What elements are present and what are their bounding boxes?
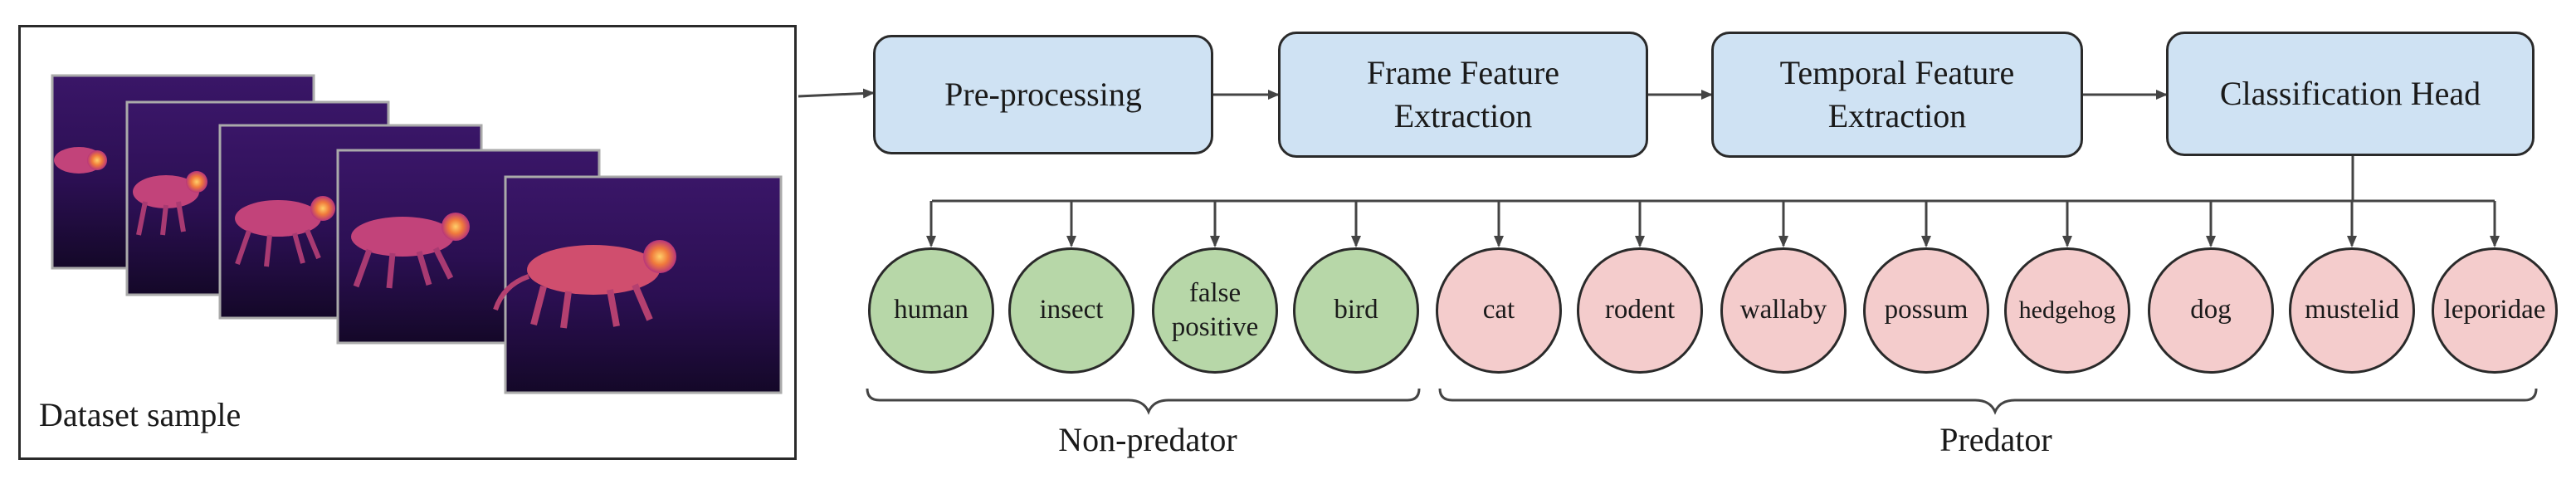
class-rodent: rodent [1577, 247, 1703, 374]
class-label: dog [2190, 295, 2232, 325]
class-label: human [894, 295, 968, 325]
class-mustelid: mustelid [2289, 247, 2415, 374]
class-label: possum [1884, 295, 1969, 325]
class-human: human [868, 247, 994, 374]
brace-non-predator [866, 388, 1421, 415]
dataset-sample-panel: Dataset sample [18, 25, 797, 460]
class-hedgehog: hedgehog [2004, 247, 2130, 374]
class-false-positive: false positive [1152, 247, 1278, 374]
stage-label: Pre-processing [944, 76, 1142, 113]
class-label: wallaby [1739, 295, 1827, 325]
group-label-predator: Predator [1939, 421, 2052, 458]
class-label: bird [1334, 295, 1378, 325]
group-label-non-predator: Non-predator [1058, 421, 1237, 458]
class-insect: insect [1008, 247, 1134, 374]
class-label: hedgehog [2018, 296, 2116, 325]
stage-classification-head: Classification Head [2166, 32, 2535, 156]
class-label: mustelid [2305, 295, 2399, 325]
stage-temporal-feature-extraction: Temporal Feature Extraction [1711, 32, 2083, 158]
class-bird: bird [1293, 247, 1419, 374]
stage-label: Classification Head [2219, 75, 2481, 112]
thermal-frame-5 [493, 175, 783, 394]
arrow-sample-to-preprocessing [798, 88, 875, 99]
brace-predator [1438, 388, 2538, 415]
dataset-sample-label: Dataset sample [39, 396, 242, 433]
class-leporidae: leporidae [2432, 247, 2558, 374]
stage-frame-feature-extraction: Frame Feature Extraction [1278, 32, 1648, 158]
class-label: cat [1482, 295, 1515, 325]
class-label: rodent [1604, 295, 1676, 325]
class-dog: dog [2148, 247, 2274, 374]
stage-label: Frame Feature Extraction [1366, 54, 1560, 135]
class-label: false positive [1171, 277, 1259, 342]
stage-pre-processing: Pre-processing [873, 35, 1213, 154]
thermal-frame-stack [51, 74, 783, 394]
class-label: insect [1039, 295, 1104, 325]
class-cat: cat [1436, 247, 1562, 374]
class-label: leporidae [2443, 295, 2546, 325]
class-possum: possum [1863, 247, 1989, 374]
class-wallaby: wallaby [1720, 247, 1847, 374]
stage-label: Temporal Feature Extraction [1779, 54, 2015, 135]
